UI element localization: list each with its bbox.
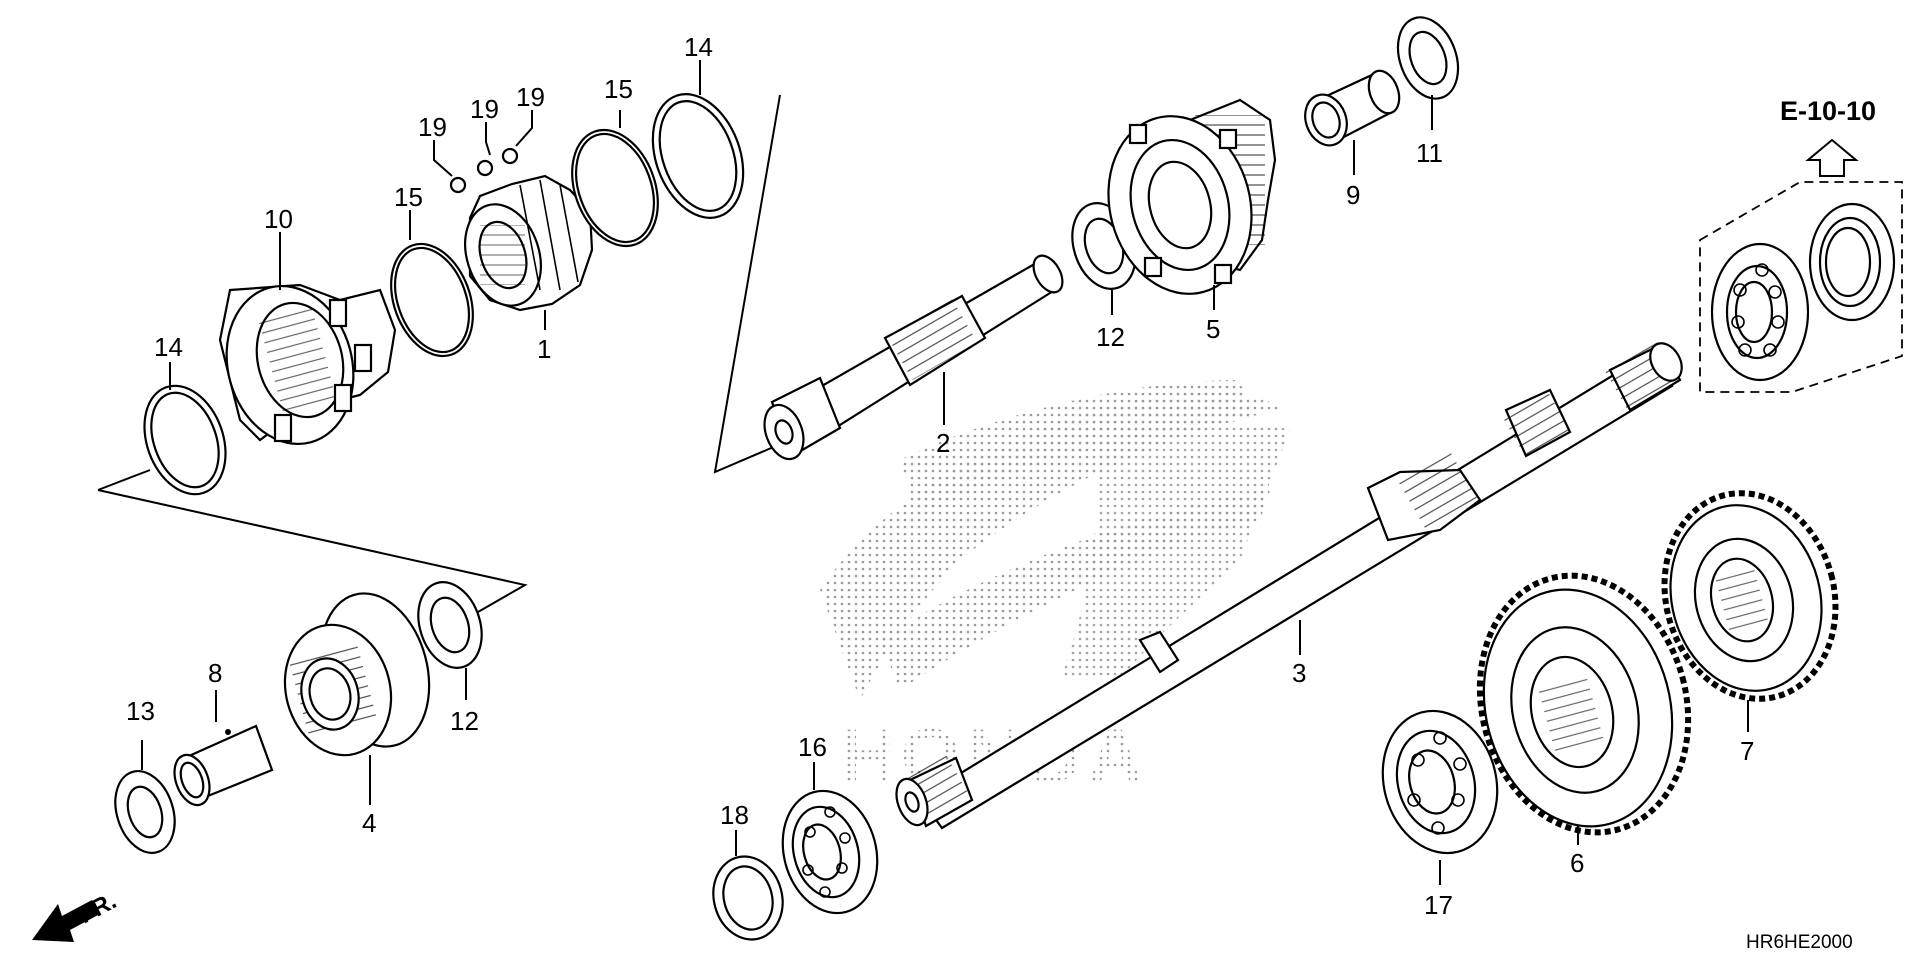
callout-12-lower: 12 [450,706,479,736]
part-7-gear [1661,490,1839,702]
part-2-shaft [763,254,1064,461]
part-17-bearing [1381,709,1499,855]
callout-16: 16 [798,732,827,762]
honda-watermark: HONDA [820,380,1290,799]
part-9-bushing [1304,69,1401,147]
front-arrow-icon [32,900,100,942]
callout-4: 4 [362,808,376,838]
part-1-gear [464,174,594,312]
bearing-kit-box [1699,181,1903,393]
leader-lines [141,60,1749,885]
part-19-balls [449,147,519,194]
callout-15-left: 15 [394,182,423,212]
callout-1: 1 [537,334,551,364]
callout-12-upper: 12 [1096,322,1125,352]
callout-10: 10 [264,204,293,234]
part-5-gear [1107,98,1277,295]
part-8-bushing [173,724,274,807]
reference-label[interactable]: E-10-10 [1780,96,1876,126]
callout-7: 7 [1740,736,1754,766]
drawing-code: HR6HE2000 [1746,932,1853,953]
callout-8: 8 [208,658,222,688]
reference-link[interactable]: E-10-10 [1780,96,1876,177]
callout-6: 6 [1570,848,1584,878]
part-12-washer-lower [417,581,483,669]
callout-5: 5 [1206,314,1220,344]
part-15-ring-right [571,128,659,248]
callout-9: 9 [1346,180,1360,210]
callout-17: 17 [1424,890,1453,920]
callout-19-b: 19 [470,94,499,124]
callout-15-right: 15 [604,74,633,104]
callout-19-c: 19 [516,82,545,112]
callout-14-left: 14 [154,332,183,362]
callout-14-right: 14 [684,32,713,62]
callout-11: 11 [1416,138,1443,168]
callout-13: 13 [126,696,155,726]
part-13-washer [114,770,176,854]
callout-3: 3 [1292,658,1306,688]
part-18-seal [712,855,784,941]
part-14-snap-ring-right [651,93,745,219]
callout-18: 18 [720,800,749,830]
part-16-bearing [781,789,879,915]
part-15-ring-left [390,242,474,358]
part-3-mainshaft [895,338,1683,830]
part-4-gear [283,592,431,757]
part-14-snap-ring-left [143,384,227,496]
part-10-sleeve [218,283,397,446]
callout-labels: 1 2 3 4 5 6 7 8 9 10 11 12 12 13 14 14 1… [126,32,1754,920]
part-6-gear [1476,572,1692,836]
callout-19-a: 19 [418,112,447,142]
up-arrow-icon [1805,138,1859,177]
front-indicator: FR. [32,887,121,942]
explode-guide-lines [97,94,791,613]
callout-2: 2 [936,428,950,458]
part-11-washer [1396,16,1460,100]
